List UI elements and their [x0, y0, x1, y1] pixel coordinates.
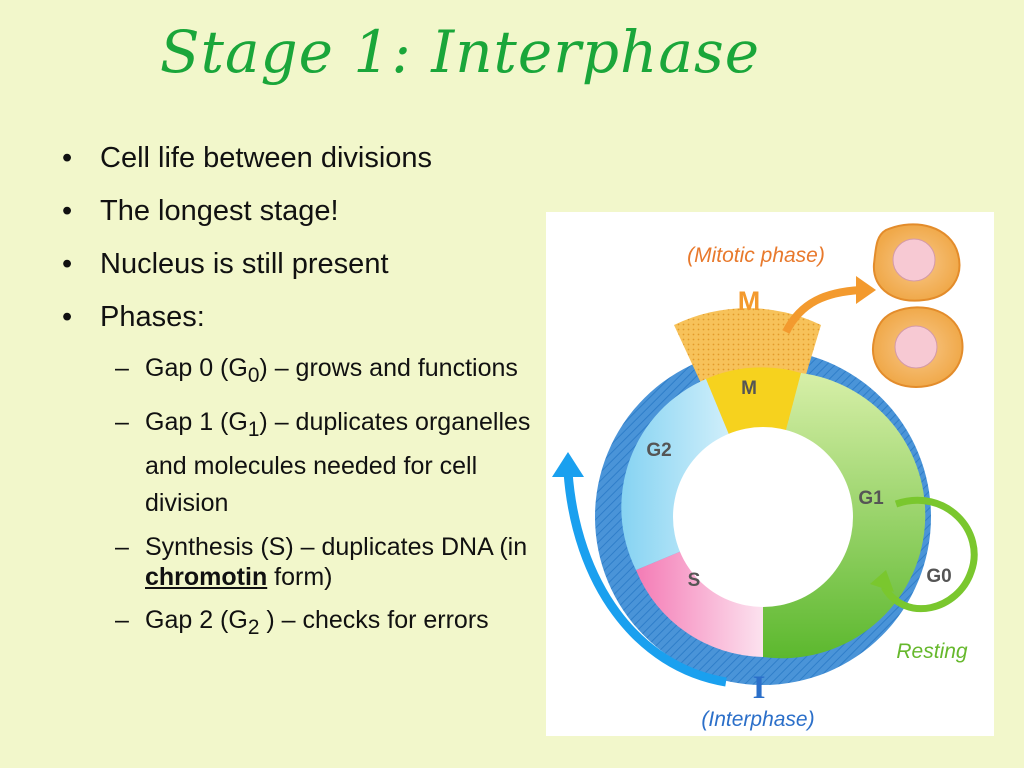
- cell-cycle-svg: (Mitotic phase) M M G1 G2 S G0 Resting I…: [552, 223, 978, 731]
- g0-label: G0: [926, 566, 951, 587]
- g2-label: G2: [646, 440, 671, 461]
- bullet-item: Cell life between divisions: [58, 140, 538, 176]
- resting-arrow-head: [870, 570, 894, 592]
- keyword-chromotin: chromotin: [145, 563, 268, 591]
- phase-item-g2: Gap 2 (G2 ) – checks for errors: [115, 602, 535, 646]
- bullet-item: The longest stage!: [58, 193, 538, 229]
- resting-loop-arrow: [880, 496, 978, 613]
- ring-center: [673, 427, 853, 607]
- phase-item-s: Synthesis (S) – duplicates DNA (in chrom…: [115, 532, 535, 592]
- phase-item-g1: Gap 1 (G1) – duplicates organelles and m…: [115, 404, 535, 522]
- interphase-arrow: [563, 471, 727, 687]
- daughter-nucleus-2: [894, 325, 938, 369]
- bullet-list: Cell life between divisions The longest …: [58, 140, 538, 352]
- bullet-item: Nucleus is still present: [58, 246, 538, 282]
- phase-list: Gap 0 (G0) – grows and functions Gap 1 (…: [115, 350, 535, 656]
- phase-item-g0: Gap 0 (G0) – grows and functions: [115, 350, 535, 394]
- slide-title: Stage 1: Interphase: [159, 18, 761, 86]
- mitotic-phase-label: (Mitotic phase): [687, 244, 825, 267]
- mitotic-arrow-head: [856, 276, 876, 304]
- mitotic-arrow: [782, 286, 862, 334]
- resting-label: Resting: [896, 640, 968, 663]
- s-label: S: [688, 570, 701, 591]
- interphase-arrow-head: [552, 452, 584, 477]
- inner-m-label: M: [741, 378, 757, 399]
- i-label: I: [753, 670, 766, 706]
- bullet-item: Phases:: [58, 299, 538, 335]
- g1-label: G1: [858, 488, 884, 509]
- daughter-nucleus-1: [892, 238, 936, 282]
- cell-cycle-diagram: (Mitotic phase) M M G1 G2 S G0 Resting I…: [546, 212, 994, 736]
- interphase-label: (Interphase): [701, 708, 814, 731]
- m-label: M: [738, 286, 761, 316]
